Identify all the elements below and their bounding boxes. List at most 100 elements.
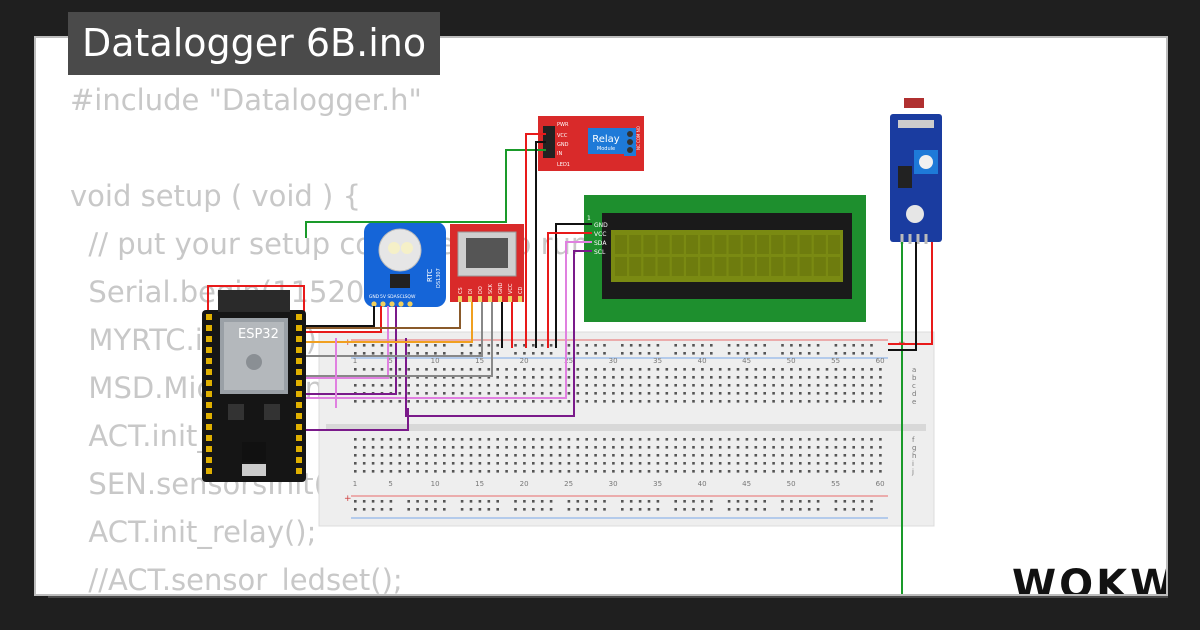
rail-hole: [799, 508, 802, 511]
breadboard-hole: [389, 462, 393, 465]
breadboard-hole: [354, 462, 357, 465]
breadboard-hole: [825, 368, 829, 371]
breadboard-hole: [861, 446, 864, 449]
column-number: 50: [787, 480, 796, 488]
column-number: 45: [742, 357, 751, 365]
rail-hole: [799, 352, 802, 355]
breadboard-hole: [469, 438, 473, 441]
rail-hole: [460, 508, 464, 511]
rail-hole: [745, 508, 749, 511]
breadboard-hole: [478, 384, 482, 387]
breadboard-hole: [451, 462, 455, 465]
row-letter: b: [912, 374, 917, 382]
breadboard-hole: [683, 454, 686, 457]
breadboard-hole: [692, 368, 695, 371]
breadboard-hole: [594, 376, 597, 379]
esp32-pin: [206, 314, 212, 320]
breadboard-hole: [603, 384, 606, 387]
rail-hole: [754, 344, 758, 347]
breadboard-hole: [407, 368, 410, 371]
breadboard-hole: [710, 462, 713, 465]
breadboard-hole: [843, 454, 847, 457]
sd-pin: [508, 296, 512, 302]
breadboard-hole: [389, 376, 393, 379]
breadboard-hole: [398, 470, 402, 473]
breadboard-hole: [514, 376, 517, 379]
breadboard-hole: [460, 454, 464, 457]
breadboard-hole: [469, 392, 473, 395]
breadboard-hole: [362, 438, 366, 441]
rail-hole: [754, 352, 758, 355]
breadboard-hole: [843, 438, 847, 441]
relay-label: Relay: [592, 134, 620, 145]
rail-hole: [514, 352, 517, 355]
breadboard-hole: [425, 376, 428, 379]
rail-hole: [736, 508, 740, 511]
breadboard-hole: [496, 438, 499, 441]
breadboard-hole: [674, 438, 677, 441]
rail-hole: [834, 508, 838, 511]
column-number: 45: [742, 480, 751, 488]
esp32-pin: [296, 435, 302, 441]
rail-hole: [843, 500, 847, 503]
breadboard-hole: [514, 470, 517, 473]
breadboard-hole: [434, 392, 437, 395]
breadboard-hole: [603, 392, 606, 395]
rail-hole: [861, 500, 864, 503]
rail-hole: [594, 352, 597, 355]
rail-hole: [496, 344, 499, 347]
rail-hole: [692, 500, 695, 503]
breadboard-hole: [825, 392, 829, 395]
breadboard: 1155101015152020252530303535404045455050…: [318, 331, 935, 527]
breadboard-hole: [665, 470, 669, 473]
breadboard-hole: [701, 384, 704, 387]
breadboard-hole: [505, 400, 508, 403]
rail-hole: [567, 344, 571, 347]
breadboard-hole: [638, 368, 642, 371]
breadboard-hole: [603, 376, 606, 379]
rail-hole: [469, 508, 473, 511]
column-number: 35: [653, 480, 662, 488]
breadboard-hole: [799, 376, 802, 379]
rail-hole: [861, 352, 864, 355]
rail-hole: [407, 352, 410, 355]
breadboard-hole: [371, 454, 375, 457]
lcd-cell: [686, 235, 698, 254]
breadboard-hole: [852, 400, 855, 403]
breadboard-hole: [443, 446, 446, 449]
breadboard-hole: [612, 446, 615, 449]
rail-hole: [745, 344, 749, 347]
breadboard-hole: [710, 376, 713, 379]
rail-hole: [371, 352, 375, 355]
breadboard-hole: [585, 462, 588, 465]
column-number: 35: [653, 357, 662, 365]
sd-pin-label: DO: [478, 286, 484, 294]
breadboard-hole: [861, 376, 864, 379]
rail-hole: [425, 508, 428, 511]
rtc-pin: [398, 301, 404, 307]
rail-hole: [647, 352, 651, 355]
breadboard-hole: [710, 446, 713, 449]
breadboard-hole: [487, 446, 491, 449]
rail-hole: [362, 344, 366, 347]
rail-hole: [478, 508, 482, 511]
breadboard-hole: [443, 376, 446, 379]
breadboard-hole: [362, 368, 366, 371]
breadboard-hole: [781, 392, 784, 395]
breadboard-hole: [425, 392, 428, 395]
breadboard-hole: [825, 400, 829, 403]
esp32-pin: [296, 413, 302, 419]
breadboard-hole: [576, 400, 580, 403]
breadboard-hole: [763, 470, 766, 473]
lcd-cell: [828, 235, 840, 254]
breadboard-hole: [790, 368, 793, 371]
breadboard-hole: [416, 470, 419, 473]
rail-hole: [621, 508, 624, 511]
breadboard-hole: [879, 470, 882, 473]
breadboard-hole: [487, 368, 491, 371]
rail-hole: [460, 500, 464, 503]
breadboard-hole: [879, 462, 882, 465]
sd-pin-label: DI: [468, 289, 474, 294]
breadboard-hole: [523, 368, 526, 371]
